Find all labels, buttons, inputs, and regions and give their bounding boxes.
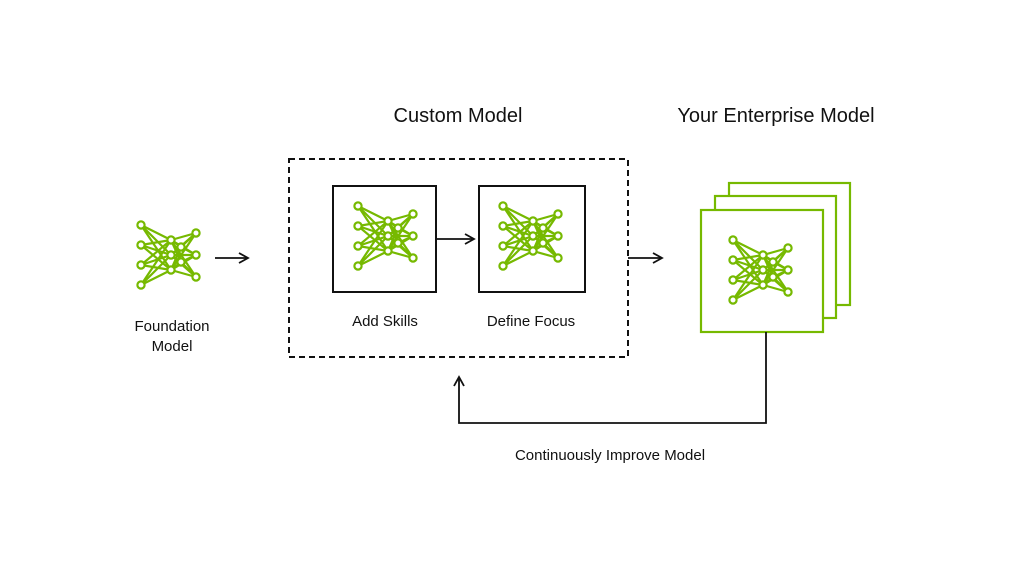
foundation-model-label: Foundation Model: [112, 317, 232, 357]
feedback-loop-arrow: [453, 332, 767, 424]
define-focus-label: Define Focus: [486, 313, 576, 330]
add-skills-box: [332, 185, 437, 293]
add-skills-label: Add Skills: [352, 313, 418, 330]
custom-model-heading: Custom Model: [393, 105, 523, 127]
foundation-network-icon: [136, 220, 201, 290]
foundation-label-line2: Model: [151, 338, 193, 355]
continuously-improve-label: Continuously Improve Model: [514, 447, 706, 464]
custom-model-container: [288, 158, 629, 358]
enterprise-model-heading: Your Enterprise Model: [677, 105, 875, 127]
enterprise-model-stack: [699, 181, 852, 334]
foundation-label-line1: Foundation: [134, 318, 210, 335]
